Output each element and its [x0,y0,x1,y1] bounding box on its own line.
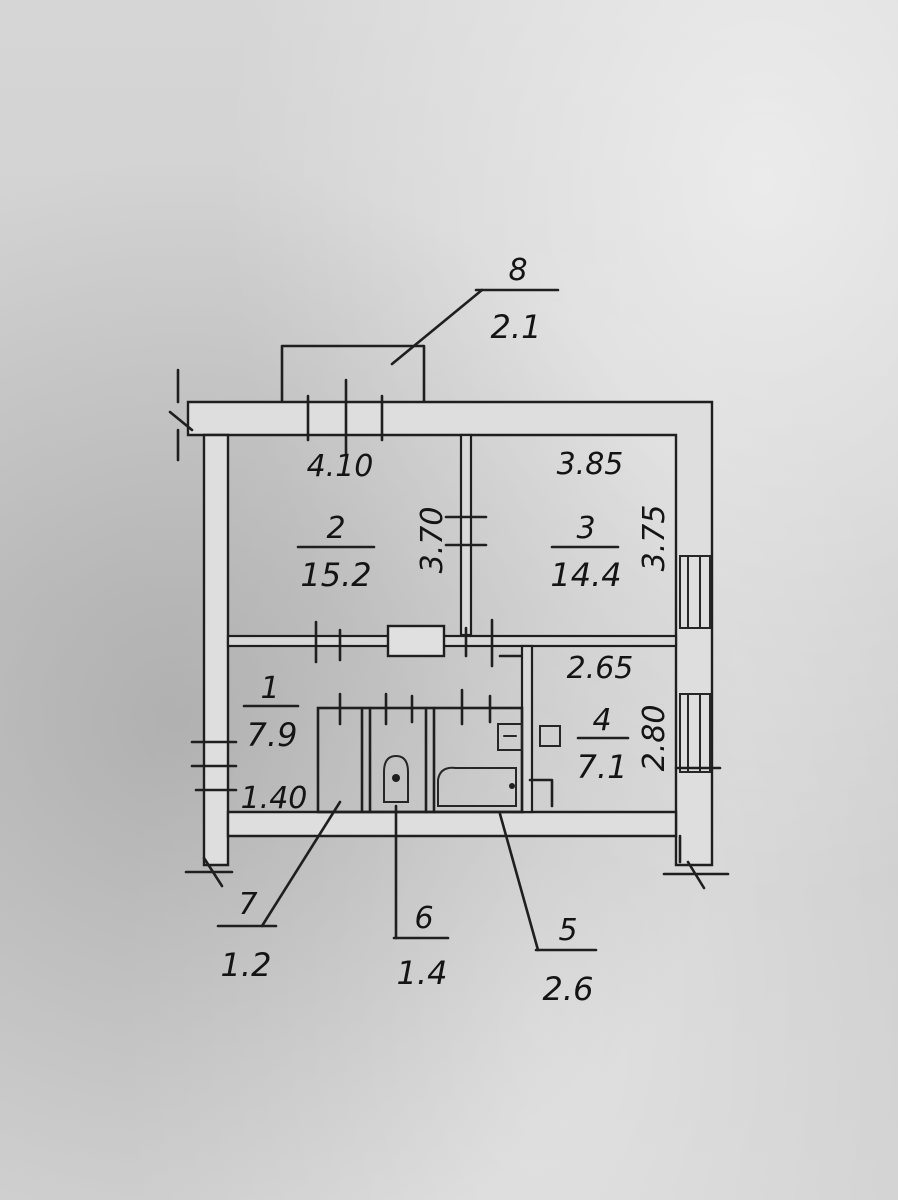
room-2-width-label: 4.10 [307,449,374,484]
windows-left [190,740,238,792]
room-4-depth-label: 2.80 [637,705,672,772]
room-4-area: 7.1 [577,748,628,786]
balcony-door [306,378,384,457]
room-7-number: 7 [238,887,257,922]
room-3-width-label: 3.85 [557,447,624,482]
outer-walls [168,368,714,867]
room-2-area: 15.2 [300,556,371,594]
leader-lines [216,288,630,952]
room-3-area: 14.4 [550,556,621,594]
partition-lower [226,618,678,668]
partition-2-3 [444,433,488,637]
hall-width-label: 1.40 [241,781,308,816]
partition-4 [520,644,554,814]
room-1-number: 1 [260,671,279,706]
room-8-area: 2.1 [491,308,542,346]
room-labels: 8 2.1 2 15.2 3 14.4 1 7.9 4 7.1 7 1.2 6 … [221,253,628,1008]
room-3-depth-label: 3.75 [637,505,672,572]
balcony [280,344,426,404]
sanitary-block [316,688,561,814]
room-2-depth-label: 3.70 [415,507,450,574]
room-1-area: 7.9 [247,716,298,754]
room-5-area: 2.6 [543,970,594,1008]
room-6-number: 6 [414,901,433,936]
dimension-labels: 4.10 3.85 2.65 1.40 3.70 3.75 2.80 [241,447,672,816]
room-4-width-label: 2.65 [567,651,634,686]
room-4-number: 4 [592,703,611,738]
room-5-number: 5 [558,913,577,948]
room-3-number: 3 [576,511,595,546]
room-2-number: 2 [326,511,345,546]
corner-ticks [184,834,730,890]
room-7-area: 1.2 [221,946,272,984]
room-6-area: 1.4 [397,954,448,992]
windows-right [674,555,722,773]
room-8-number: 8 [508,253,527,288]
